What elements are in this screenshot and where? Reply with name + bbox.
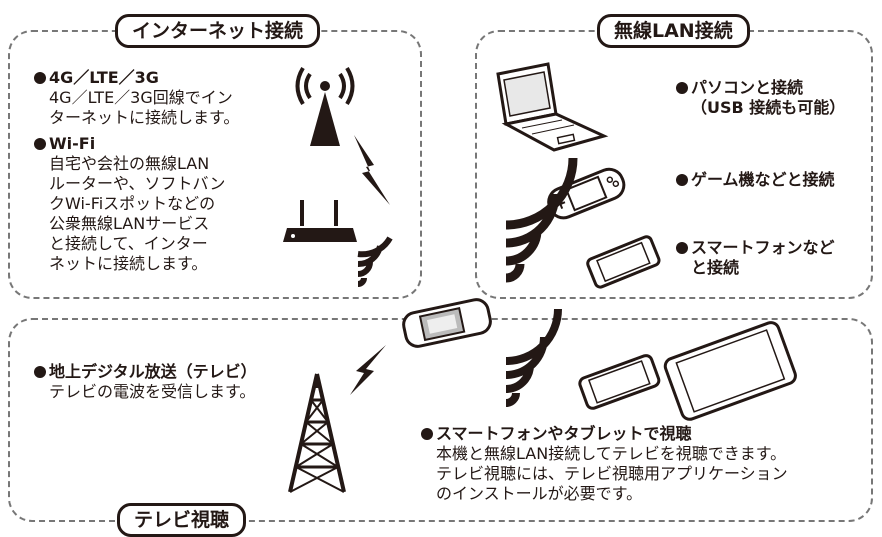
signal-waves-icon	[505, 308, 562, 407]
wireless-section-title: 無線LAN接続	[597, 14, 750, 48]
bullet-icon	[34, 138, 46, 150]
phone-item: スマートフォンなど と接続	[676, 238, 835, 278]
phone-line: スマートフォンなど	[691, 238, 835, 257]
broadcast-line: テレビの電波を受信します。	[49, 382, 256, 401]
lightning-icon	[350, 345, 386, 395]
lte-line: 4G／LTE／3G回線でイン	[49, 88, 233, 107]
bullet-icon	[676, 174, 688, 186]
bullet-icon	[421, 428, 433, 440]
tablet-icon	[663, 321, 797, 421]
lte-item: 4G／LTE／3G 4G／LTE／3G回線でイン ターネットに接続します。	[34, 68, 239, 128]
signal-waves-icon	[357, 236, 393, 287]
viewing-line: テレビ視聴には、テレビ視聴用アプリケーション	[436, 464, 788, 483]
wifi-line: ルーターや、ソフトバン	[49, 174, 226, 193]
laptop-icon	[496, 62, 609, 152]
game-item: ゲーム機などと接続	[676, 170, 835, 190]
viewing-item: スマートフォンやタブレットで視聴 本機と無線LAN接続してテレビを視聴できます。…	[421, 424, 788, 504]
tv-tower-icon	[288, 373, 346, 493]
phone-line: と接続	[691, 258, 740, 277]
wifi-heading: Wi-Fi	[49, 134, 96, 153]
mobile-router-icon	[402, 298, 492, 348]
bullet-icon	[676, 82, 688, 94]
cell-tower-icon	[295, 66, 355, 146]
wifi-line: クWi-Fiスポットなどの	[49, 194, 216, 213]
pc-line: （USB 接続も可能）	[691, 98, 846, 117]
wifi-router-icon	[283, 200, 357, 242]
bullet-icon	[34, 366, 46, 378]
wifi-line: 公衆無線LANサービス	[49, 214, 210, 233]
pc-item: パソコンと接続 （USB 接続も可能）	[676, 78, 845, 118]
broadcast-heading: 地上デジタル放送（テレビ）	[49, 362, 257, 381]
pc-line: パソコンと接続	[691, 78, 804, 97]
lightning-icon	[354, 135, 390, 205]
game-line: ゲーム機などと接続	[691, 170, 835, 189]
bullet-icon	[676, 242, 688, 254]
broadcast-item: 地上デジタル放送（テレビ） テレビの電波を受信します。	[34, 362, 257, 402]
viewing-heading: スマートフォンやタブレットで視聴	[436, 424, 692, 443]
wifi-line: 自宅や会社の無線LAN	[49, 154, 210, 173]
bullet-icon	[34, 72, 46, 84]
wifi-line: と接続して、インター	[49, 234, 208, 253]
lte-heading: 4G／LTE／3G	[49, 68, 159, 87]
wifi-line: ネットに接続します。	[49, 254, 208, 273]
signal-waves-icon	[505, 157, 578, 283]
internet-section-title: インターネット接続	[115, 14, 321, 48]
lte-line: ターネットに接続します。	[49, 108, 240, 127]
smartphone-icon	[578, 354, 661, 410]
smartphone-icon	[586, 235, 661, 289]
viewing-line: 本機と無線LAN接続してテレビを視聴できます。	[436, 444, 787, 463]
wifi-item: Wi-Fi 自宅や会社の無線LAN ルーターや、ソフトバン クWi-Fiスポット…	[34, 134, 225, 274]
tv-section-title: テレビ視聴	[117, 503, 247, 537]
viewing-line: のインストールが必要です。	[436, 484, 643, 503]
